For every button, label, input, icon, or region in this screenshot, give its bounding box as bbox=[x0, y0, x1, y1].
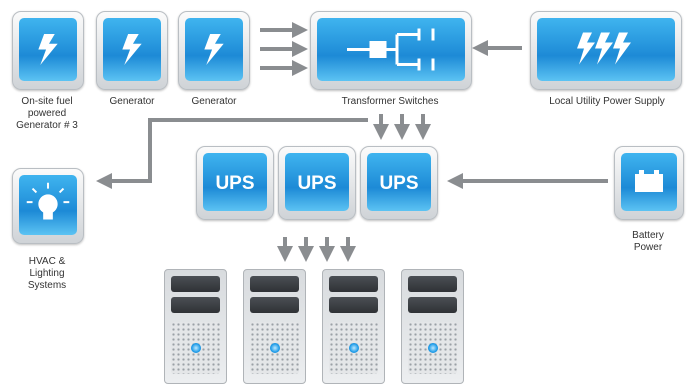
local-utility-label: Local Utility Power Supply bbox=[549, 96, 665, 107]
ups-to-servers-arrows bbox=[277, 237, 356, 262]
battery-tile bbox=[614, 146, 684, 220]
server-rack bbox=[401, 269, 464, 384]
ups-label: UPS bbox=[379, 173, 418, 194]
transformer-to-hvac-arrow bbox=[96, 118, 368, 189]
onsite-generator-label: On-site fuel powered Generator # 3 bbox=[16, 96, 78, 131]
lightning-icon bbox=[38, 34, 58, 65]
ups-unit: UPS bbox=[196, 146, 274, 220]
triple-lightning-icon bbox=[577, 32, 631, 65]
generator-to-transformer-arrows bbox=[260, 22, 308, 76]
hvac-tile bbox=[12, 168, 84, 244]
light-bulb-icon bbox=[26, 182, 70, 220]
generator-1-tile bbox=[96, 11, 168, 90]
power-led-icon bbox=[269, 343, 280, 353]
transformer-to-ups-arrows bbox=[373, 114, 431, 140]
ups-label: UPS bbox=[297, 173, 336, 194]
generator-1-label: Generator bbox=[109, 96, 155, 107]
onsite-generator-tile bbox=[12, 11, 84, 90]
server-rack bbox=[243, 269, 306, 384]
switch-circuit-icon bbox=[347, 28, 435, 71]
battery-icon bbox=[635, 170, 663, 192]
power-led-icon bbox=[427, 343, 438, 353]
transformer-switches-tile bbox=[310, 11, 472, 90]
power-led-icon bbox=[348, 343, 359, 353]
generator-2-tile bbox=[178, 11, 250, 90]
ups-unit: UPS bbox=[278, 146, 356, 220]
transformer-switches-label: Transformer Switches bbox=[341, 96, 439, 107]
lightning-icon bbox=[204, 34, 224, 65]
generator-2-label: Generator bbox=[191, 96, 237, 107]
power-led-icon bbox=[190, 343, 201, 353]
server-rack bbox=[322, 269, 385, 384]
lightning-icon bbox=[122, 34, 142, 65]
battery-power-label: Battery Power bbox=[632, 230, 664, 253]
local-utility-tile bbox=[530, 11, 682, 90]
hvac-lighting-label: HVAC & Lighting Systems bbox=[27, 256, 67, 291]
ups-unit: UPS bbox=[360, 146, 438, 220]
server-rack bbox=[164, 269, 227, 384]
ups-label: UPS bbox=[215, 173, 254, 194]
